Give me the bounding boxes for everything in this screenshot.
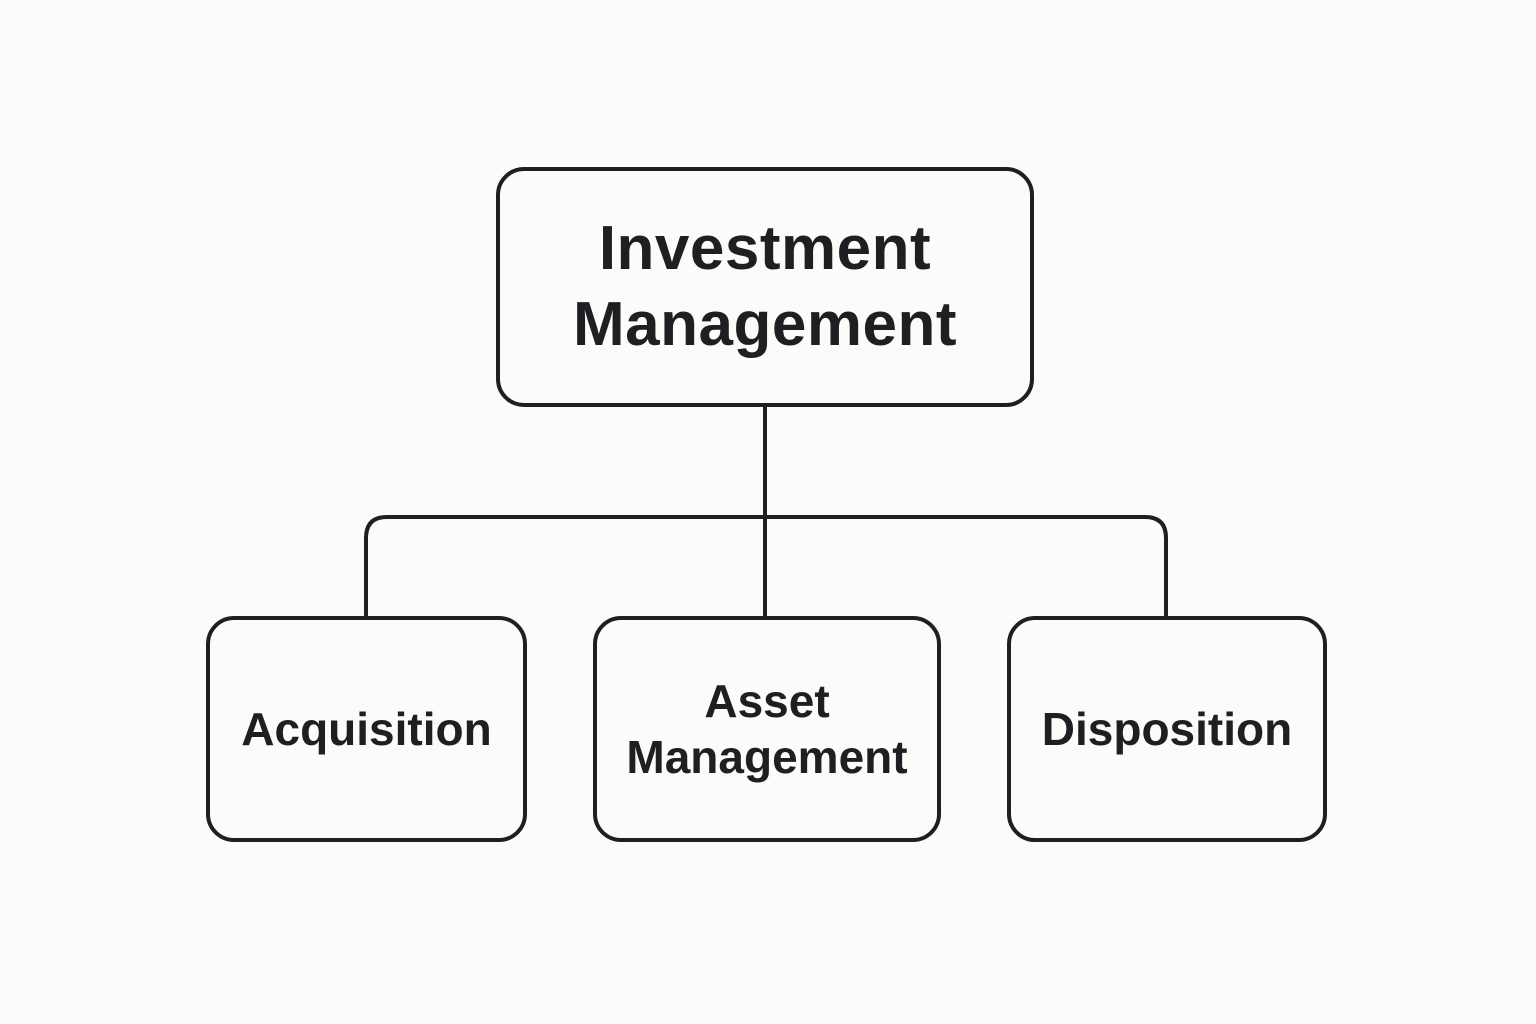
node-label-line-1: Asset — [704, 675, 830, 727]
investment-management-node: Investment Management — [496, 167, 1034, 407]
node-label-line-2: Management — [626, 731, 908, 783]
node-label-line-1: Acquisition — [241, 703, 492, 755]
asset-management-node: Asset Management — [593, 616, 941, 842]
node-label-line-1: Disposition — [1041, 703, 1293, 755]
node-label-line-2: Management — [573, 290, 957, 359]
node-label-line-1: Investment — [598, 214, 932, 283]
acquisition-node: Acquisition — [206, 616, 527, 842]
disposition-node: Disposition — [1007, 616, 1327, 842]
branch-bar-connector — [364, 515, 1168, 618]
